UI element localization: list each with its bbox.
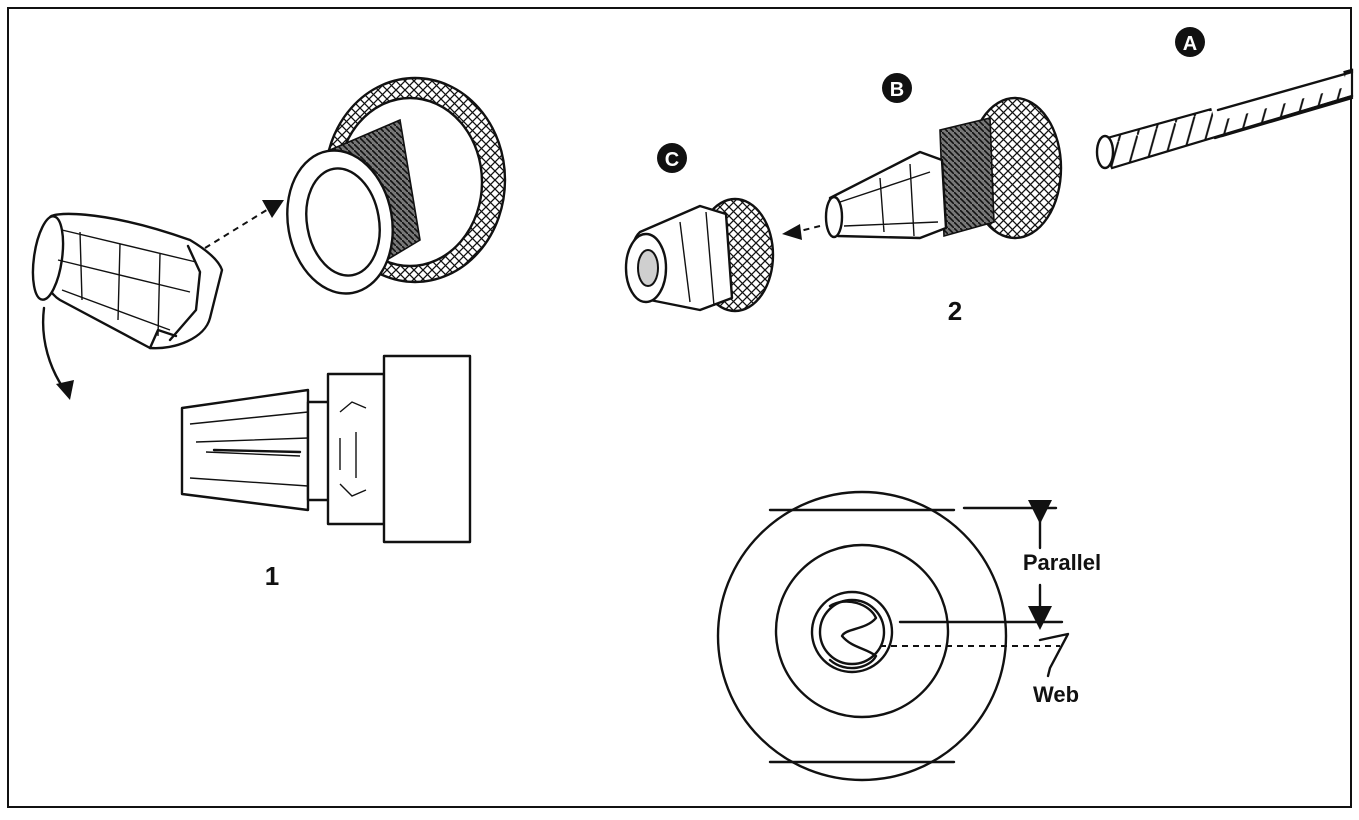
- collet-in-nut: [824, 96, 1063, 240]
- drill-bit: [1095, 47, 1354, 170]
- step-2-label: 2: [948, 296, 962, 326]
- insert-arrow-2: [795, 225, 821, 233]
- figure-frame: [7, 7, 1352, 808]
- nut-with-collet: [624, 197, 775, 313]
- insert-arrow-1: [204, 207, 271, 249]
- badge-c: C: [657, 143, 687, 173]
- collet-side-view: [180, 354, 472, 544]
- collet-nut-knurled: [286, 76, 507, 295]
- collet-tilted: [31, 212, 224, 350]
- rotate-arrow-head: [56, 380, 74, 400]
- badge-c-text: C: [665, 149, 679, 171]
- badge-a: A: [1175, 27, 1205, 57]
- badge-a-text: A: [1183, 33, 1197, 55]
- insert-arrow-2-head: [782, 224, 802, 240]
- parallel-label: Parallel: [1023, 550, 1101, 575]
- insert-arrow-1-head: [262, 200, 284, 218]
- collet-end-view: [716, 490, 1070, 782]
- rotate-arrow: [42, 306, 68, 394]
- badge-b: B: [882, 73, 912, 103]
- step-1-label: 1: [265, 561, 279, 591]
- badge-b-text: B: [890, 79, 904, 101]
- web-label: Web: [1033, 682, 1079, 707]
